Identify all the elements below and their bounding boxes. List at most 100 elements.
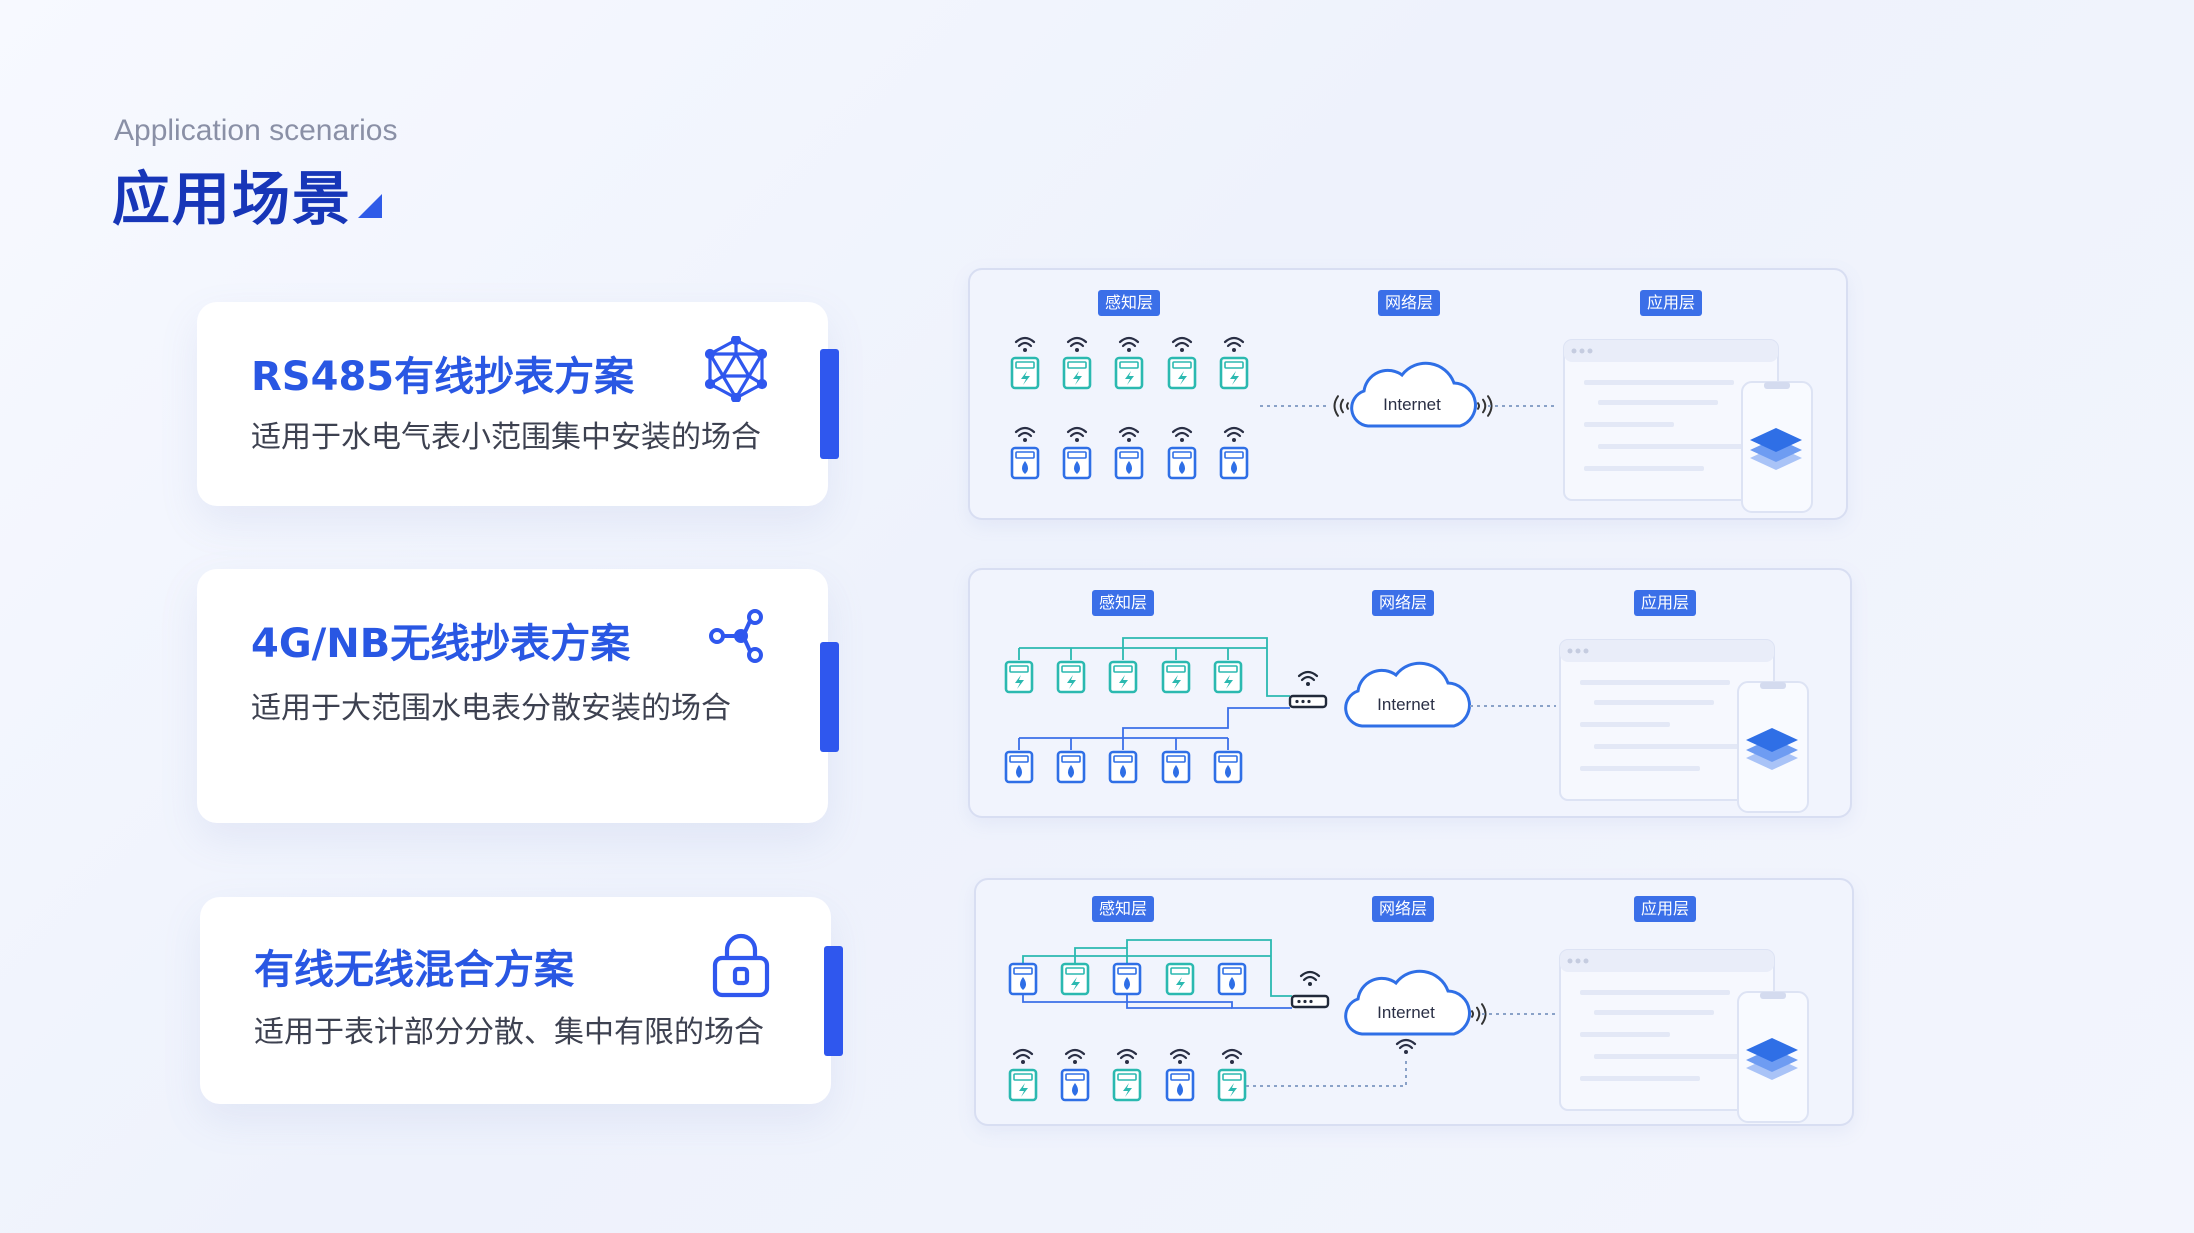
bus-wiring: [1022, 939, 1292, 997]
scenario-title: 有线无线混合方案: [254, 947, 574, 993]
electric-meter-icon: [1108, 660, 1138, 694]
wifi-signal-icon: [1012, 1048, 1034, 1064]
electric-meter-icon: [1010, 356, 1040, 390]
page-subtitle: Application scenarios: [114, 114, 398, 147]
wifi-signal-icon: [1064, 1048, 1086, 1064]
electric-meter-icon: [1008, 1068, 1038, 1102]
water-meter-icon: [1004, 750, 1034, 784]
diagram-hybrid: 感知层 网络层 应用层 Internet: [974, 878, 1854, 1126]
wifi-signal-icon: [1014, 336, 1036, 352]
svg-text:应用层: 应用层: [1641, 899, 1689, 918]
platform-stack-icon: [1746, 728, 1798, 770]
water-meter-icon: [1165, 1068, 1195, 1102]
layer-badge-application: 应用层: [1640, 290, 1702, 316]
svg-text:感知层: 感知层: [1099, 899, 1147, 918]
application-screen-icon: [1559, 949, 1775, 1111]
connection-line: [1246, 1058, 1407, 1087]
network-cube-icon: [704, 334, 768, 406]
water-meter-icon: [1161, 750, 1191, 784]
svg-text:Internet: Internet: [1377, 1003, 1435, 1022]
accent-bar: [820, 349, 839, 459]
scenario-card-rs485: RS485有线抄表方案 适用于水电气表小范围集中安装的场合: [197, 302, 828, 506]
internet-cloud-icon: Internet: [1344, 969, 1471, 1036]
svg-text:网络层: 网络层: [1385, 293, 1433, 312]
wifi-signal-icon: [1171, 336, 1193, 352]
wifi-signal-icon: [1014, 426, 1036, 442]
wifi-signal-icon: [1066, 426, 1088, 442]
application-screen-icon: [1559, 639, 1775, 801]
water-meter-icon: [1108, 750, 1138, 784]
water-meter-icon: [1167, 446, 1197, 480]
layer-badge-perception: 感知层: [1092, 896, 1154, 922]
title-corner-mark: [358, 194, 382, 218]
signal-waves-icon: [1471, 1003, 1487, 1025]
electric-meter-icon: [1062, 356, 1092, 390]
electric-meter-icon: [1112, 1068, 1142, 1102]
share-nodes-icon: [707, 609, 767, 667]
water-meter-icon: [1010, 446, 1040, 480]
scenario-card-wireless: 4G/NB无线抄表方案 适用于大范围水电表分散安装的场合: [197, 569, 828, 823]
svg-text:Internet: Internet: [1377, 695, 1435, 714]
diagram-rs485: 感知层 网络层 应用层 Internet: [968, 268, 1848, 520]
electric-meter-icon: [1114, 356, 1144, 390]
wifi-signal-icon: [1116, 1048, 1138, 1064]
scenario-description: 适用于表计部分分散、集中有限的场合: [254, 1015, 764, 1050]
electric-meter-icon: [1213, 660, 1243, 694]
electric-meter-icon: [1217, 1068, 1247, 1102]
wifi-signal-icon: [1223, 336, 1245, 352]
wifi-signal-icon: [1299, 970, 1321, 986]
application-screen-icon: [1563, 339, 1779, 501]
electric-meter-icon: [1060, 962, 1090, 996]
wifi-signal-icon: [1297, 670, 1319, 686]
water-meter-icon: [1217, 962, 1247, 996]
water-meter-icon: [1219, 446, 1249, 480]
scenario-description: 适用于大范围水电表分散安装的场合: [251, 691, 731, 726]
water-meter-icon: [1062, 446, 1092, 480]
layer-badge-application: 应用层: [1634, 896, 1696, 922]
svg-text:Internet: Internet: [1383, 395, 1441, 414]
wifi-signal-icon: [1221, 1048, 1243, 1064]
wifi-signal-icon: [1395, 1038, 1417, 1054]
electric-meter-icon: [1165, 962, 1195, 996]
layer-badge-network: 网络层: [1372, 896, 1434, 922]
wifi-signal-icon: [1118, 336, 1140, 352]
svg-text:感知层: 感知层: [1105, 293, 1153, 312]
scenario-card-hybrid: 有线无线混合方案 适用于表计部分分散、集中有限的场合: [200, 897, 831, 1104]
svg-text:网络层: 网络层: [1379, 899, 1427, 918]
router-gateway-icon: [1288, 694, 1328, 709]
scenario-title: RS485有线抄表方案: [251, 354, 635, 400]
wifi-signal-icon: [1118, 426, 1140, 442]
electric-meter-icon: [1161, 660, 1191, 694]
electric-meter-icon: [1219, 356, 1249, 390]
lock-icon: [710, 931, 772, 1003]
internet-cloud-icon: Internet: [1344, 661, 1471, 728]
layer-badge-network: 网络层: [1372, 590, 1434, 616]
svg-text:网络层: 网络层: [1379, 593, 1427, 612]
wifi-signal-icon: [1066, 336, 1088, 352]
wifi-signal-icon: [1169, 1048, 1191, 1064]
diagram-wireless: 感知层 网络层 应用层 Internet: [968, 568, 1852, 818]
page-title: 应用场景: [112, 165, 353, 233]
electric-meter-icon: [1004, 660, 1034, 694]
electric-meter-icon: [1167, 356, 1197, 390]
signal-waves-icon: [1333, 395, 1349, 417]
electric-meter-icon: [1056, 660, 1086, 694]
water-meter-icon: [1114, 446, 1144, 480]
water-meter-icon: [1060, 1068, 1090, 1102]
layer-badge-network: 网络层: [1378, 290, 1440, 316]
svg-text:感知层: 感知层: [1099, 593, 1147, 612]
bus-wiring: [1018, 637, 1290, 697]
signal-waves-icon: [1477, 395, 1493, 417]
svg-text:应用层: 应用层: [1647, 293, 1695, 312]
svg-text:应用层: 应用层: [1641, 593, 1689, 612]
water-meter-icon: [1008, 962, 1038, 996]
layer-badge-perception: 感知层: [1098, 290, 1160, 316]
bus-wiring: [1022, 994, 1292, 1009]
router-gateway-icon: [1290, 994, 1330, 1009]
layer-badge-application: 应用层: [1634, 590, 1696, 616]
water-meter-icon: [1112, 962, 1142, 996]
wifi-signal-icon: [1223, 426, 1245, 442]
wifi-signal-icon: [1171, 426, 1193, 442]
scenario-description: 适用于水电气表小范围集中安装的场合: [251, 420, 761, 455]
platform-stack-icon: [1750, 428, 1802, 470]
